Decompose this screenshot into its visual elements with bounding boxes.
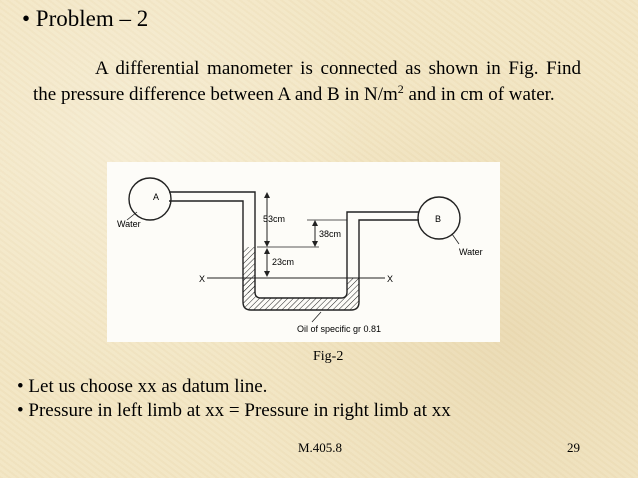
- slide-heading: • Problem – 2: [22, 6, 149, 31]
- label-water-left: Water: [117, 219, 141, 229]
- bullet-list: • Let us choose xx as datum line. • Pres…: [17, 375, 451, 423]
- u-tube-outer: [242, 222, 360, 311]
- pipe-a: [169, 191, 256, 278]
- figure-caption: Fig-2: [313, 349, 344, 364]
- problem-text-part2: and in cm of water.: [403, 84, 555, 105]
- oil-u-bottom: [243, 278, 359, 310]
- dim-arrow-23-bottom: [264, 271, 270, 277]
- pipe-b: [346, 211, 419, 222]
- pointer-water-left: [126, 211, 138, 221]
- dim-arrow-53-bottom: [264, 241, 270, 247]
- superscript-exponent: 2: [397, 82, 404, 96]
- dim-arrow-38-top: [312, 220, 318, 226]
- vessel-a: [128, 177, 172, 221]
- bullet-item: • Pressure in left limb at xx = Pressure…: [17, 400, 451, 421]
- label-oil: Oil of specific gr 0.81: [297, 324, 381, 334]
- label-b: B: [435, 214, 441, 224]
- u-tube-inner: [254, 222, 348, 299]
- dim-arrow-23-top: [264, 248, 270, 254]
- label-dim-23: 23cm: [272, 257, 294, 267]
- label-a: A: [153, 192, 159, 202]
- dim-arrow-38-bottom: [312, 241, 318, 247]
- problem-statement: A differential manometer is connected as…: [33, 56, 581, 108]
- manometer-diagram: A B Water Water 53cm 38cm 23cm X X Oil o…: [117, 177, 483, 334]
- label-dim-53: 53cm: [263, 214, 285, 224]
- bullet-item: • Let us choose xx as datum line.: [17, 376, 268, 397]
- label-x-right: X: [387, 274, 393, 284]
- vessel-b: [417, 196, 461, 240]
- footer-course-code: M.405.8: [298, 440, 343, 455]
- page-number: 29: [567, 440, 580, 455]
- manometer-figure: A B Water Water 53cm 38cm 23cm X X Oil o…: [107, 162, 500, 342]
- pointer-oil: [311, 311, 322, 323]
- label-x-left: X: [199, 274, 205, 284]
- dim-arrow-53-top: [264, 192, 270, 198]
- pointer-water-right: [451, 233, 460, 245]
- problem-text-part1: A differential manometer is connected as…: [33, 58, 581, 105]
- label-water-right: Water: [459, 247, 483, 257]
- label-dim-38: 38cm: [319, 229, 341, 239]
